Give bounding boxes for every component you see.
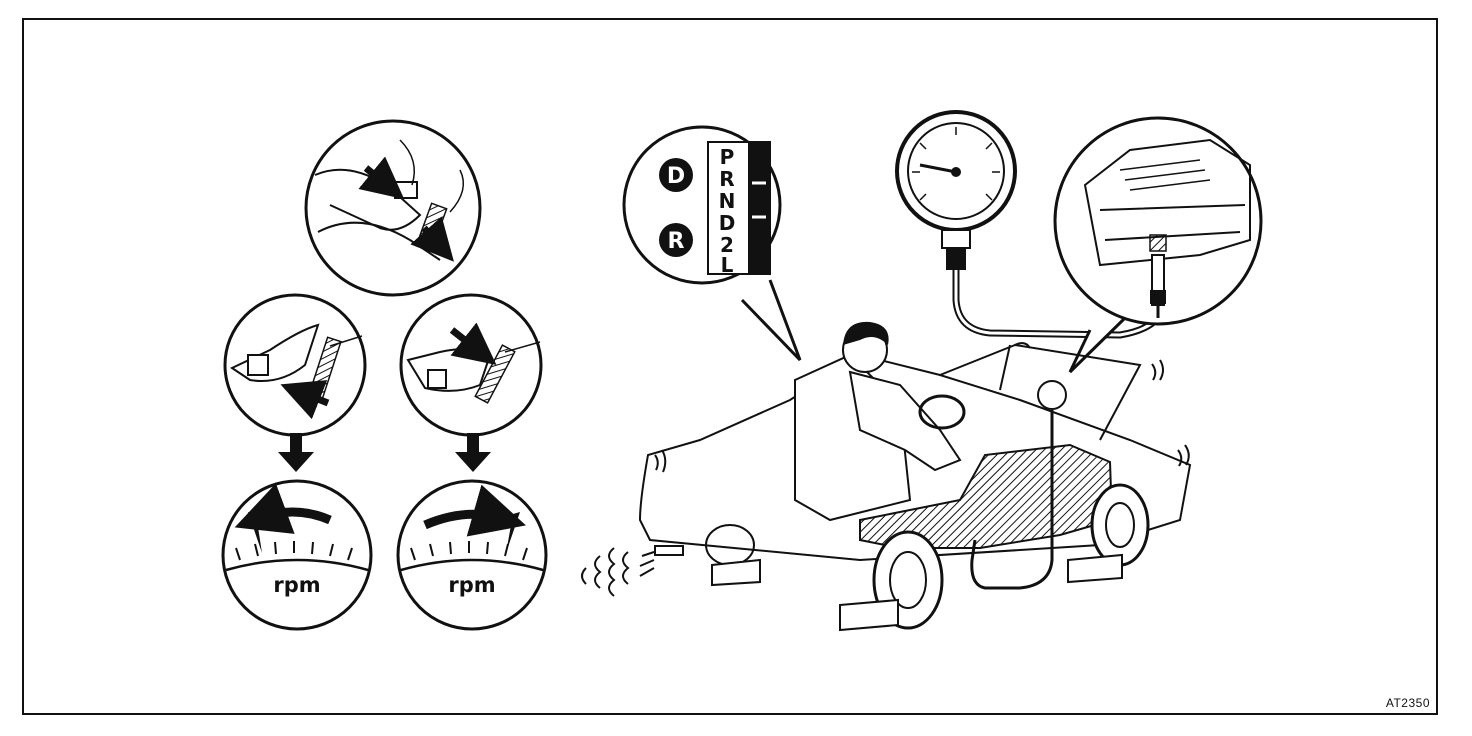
shift-position-r: R bbox=[719, 167, 734, 191]
shift-position-bubble: D R P R N D 2 L bbox=[624, 127, 800, 360]
drive-badge-label: D bbox=[667, 164, 685, 189]
rpm-label: rpm bbox=[448, 573, 495, 597]
figure-code: AT2350 bbox=[1386, 696, 1430, 710]
accelerator-released-bubble bbox=[225, 295, 365, 435]
down-arrow-icon bbox=[278, 433, 314, 472]
down-arrow-icon bbox=[455, 433, 491, 472]
accelerator-pressed-bubble bbox=[401, 295, 541, 435]
shift-position-l: L bbox=[721, 253, 734, 277]
shift-position-n: N bbox=[719, 189, 736, 213]
vehicle bbox=[640, 322, 1190, 630]
pedals-pressed-bubble bbox=[306, 121, 480, 295]
tachometer-high-bubble: rpm bbox=[398, 481, 546, 629]
tachometer-low-bubble: rpm bbox=[223, 481, 371, 629]
reverse-badge-label: R bbox=[668, 229, 685, 254]
shift-position-p: P bbox=[720, 145, 735, 169]
shift-position-d: D bbox=[719, 211, 736, 235]
rpm-label: rpm bbox=[273, 573, 320, 597]
exhaust-smoke bbox=[582, 548, 654, 596]
